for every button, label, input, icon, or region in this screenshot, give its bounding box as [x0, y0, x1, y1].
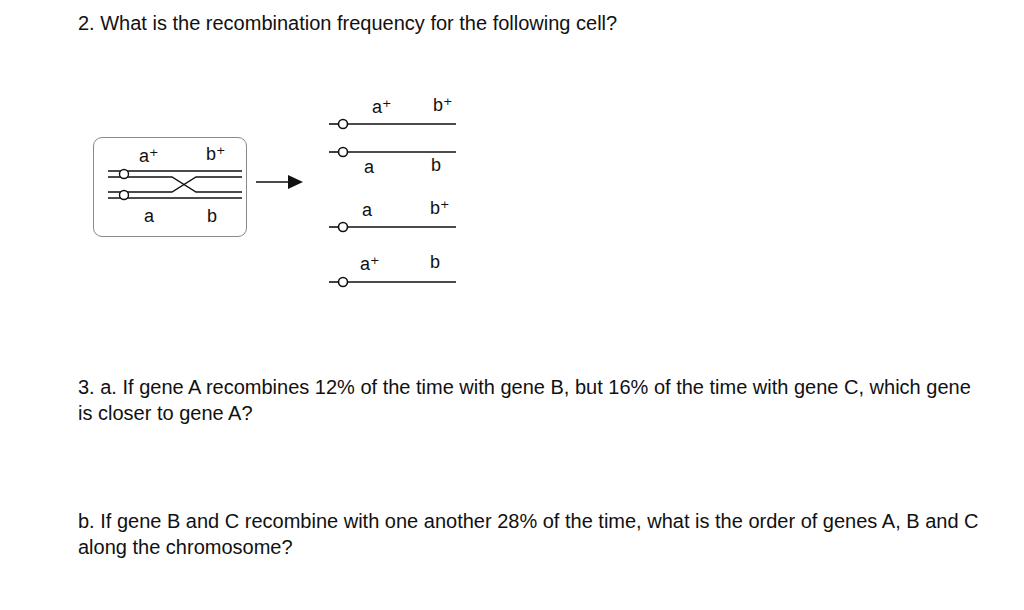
allele-label: b [430, 252, 440, 273]
allele-label: a [144, 206, 154, 227]
question-text: b. If gene B and C recombine with one an… [78, 508, 990, 560]
allele-label: b [207, 206, 217, 227]
allele-label: b⁺ [433, 95, 453, 116]
allele-label: a⁺ [360, 254, 380, 275]
allele-label: b⁺ [206, 144, 226, 165]
question-text: 3. a. If gene A recombines 12% of the ti… [78, 374, 990, 426]
allele-label: a [364, 157, 374, 178]
allele-label: a [362, 200, 372, 221]
allele-label: a⁺ [139, 146, 159, 167]
allele-label: b⁺ [430, 198, 450, 219]
cell-box: a⁺ b⁺ a b [93, 137, 247, 237]
arrow-head [288, 175, 303, 189]
allele-label: b [431, 155, 441, 176]
process-arrow [256, 181, 290, 183]
question-text: 2. What is the recombination frequency f… [78, 10, 978, 36]
allele-label: a⁺ [372, 97, 392, 118]
